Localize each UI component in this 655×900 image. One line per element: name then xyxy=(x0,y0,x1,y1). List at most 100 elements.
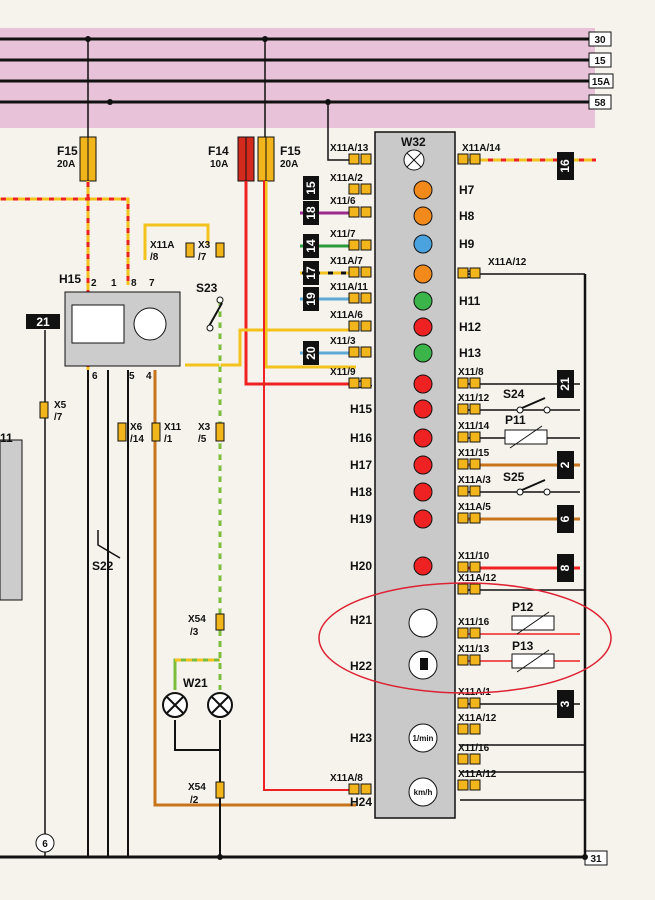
bus-label-31: 31 xyxy=(590,854,602,865)
fuse-f15-left: F15 20A xyxy=(57,39,97,182)
connector-pin xyxy=(360,266,372,278)
wire-tag-right: 8 xyxy=(557,554,574,582)
cluster-lamp-icon xyxy=(413,399,433,419)
cluster-lamp-icon xyxy=(413,180,433,200)
connector-pin xyxy=(469,485,481,497)
connector-label: X11/6 xyxy=(330,196,356,207)
relay-pin: 7 xyxy=(149,278,155,289)
cluster-lamp-icon xyxy=(413,455,433,475)
connector-pin xyxy=(360,239,372,251)
connector-label: /14 xyxy=(130,434,144,445)
connector-label: X11A/14 xyxy=(462,143,501,154)
connector-pin xyxy=(469,753,481,765)
wire-number: 21 xyxy=(558,377,572,391)
fuse-rating: 20A xyxy=(57,159,75,170)
connector-label: X11/15 xyxy=(458,448,490,459)
connector-label: X11A/13 xyxy=(330,143,369,154)
wire-tag-right: 16 xyxy=(557,152,574,180)
connector-pin xyxy=(457,627,469,639)
connector-pin xyxy=(469,512,481,524)
connector-label: X6 xyxy=(130,422,143,433)
connector-label: X11A/8 xyxy=(330,773,363,784)
wire-number: 21 xyxy=(36,315,50,329)
cluster-lamp-label: H20 xyxy=(350,559,372,573)
connector-pin xyxy=(469,723,481,735)
highlight-ellipse xyxy=(318,582,612,694)
connector-pin xyxy=(469,153,481,165)
connector-pin xyxy=(469,267,481,279)
connector-pin xyxy=(348,292,360,304)
connector-pin xyxy=(348,346,360,358)
connector-label: X3 xyxy=(198,422,211,433)
fuse-name: F15 xyxy=(57,144,78,158)
wire-number: 16 xyxy=(558,159,572,173)
connector-label: X11/16 xyxy=(458,617,490,628)
cluster-lamp-icon xyxy=(413,428,433,448)
connector-pin xyxy=(457,458,469,470)
wire-tag-left: 20 xyxy=(303,341,319,365)
connector-label: X11/13 xyxy=(458,644,490,655)
fuse-f14: F14 10A xyxy=(208,136,255,182)
connector-pin xyxy=(469,458,481,470)
cluster-lamp-icon xyxy=(413,317,433,337)
relay-h15: H15 2 1 8 7 6 5 4 xyxy=(59,272,181,382)
connector-pin xyxy=(469,779,481,791)
speedometer-face: km/h xyxy=(414,788,433,797)
connector-pin xyxy=(457,779,469,791)
wire-number: 18 xyxy=(304,206,318,220)
cluster-lamp-label: H12 xyxy=(459,320,481,334)
cluster-lamp-label: H8 xyxy=(459,209,475,223)
connector-pin xyxy=(457,153,469,165)
connector-label: X11/9 xyxy=(330,367,356,378)
cluster-lamp-label: H22 xyxy=(350,659,372,673)
connector-pin xyxy=(360,292,372,304)
cluster-lamp-label: H11 xyxy=(459,294,481,308)
partial-label: 11 xyxy=(0,431,13,445)
connector-label: X54 xyxy=(188,614,206,625)
connector-pin xyxy=(469,561,481,573)
cluster-lamp-icon xyxy=(413,509,433,529)
connector-pin xyxy=(457,654,469,666)
resistor-label: P13 xyxy=(512,639,534,653)
connector-pin xyxy=(457,512,469,524)
cluster-lamp-label: H24 xyxy=(350,795,372,809)
connector-pin xyxy=(348,783,360,795)
cluster-lamp-label: H9 xyxy=(459,237,475,251)
wire-number: 19 xyxy=(304,292,318,306)
cluster-lamp-label: H16 xyxy=(350,431,372,445)
connector-label: /2 xyxy=(190,795,199,806)
connector-label: X11/3 xyxy=(330,336,356,347)
connector-pin xyxy=(457,723,469,735)
bus-label-15a: 15A xyxy=(592,77,610,88)
cluster-lamp-icon xyxy=(413,264,433,284)
connector-pin xyxy=(360,783,372,795)
connector-pin xyxy=(469,627,481,639)
cluster-lamps: H7H8H9H10H11H12H13H14H15H16H17H18H19H20H… xyxy=(350,180,481,809)
switch-label: S23 xyxy=(196,281,218,295)
connector-label: X11 xyxy=(164,422,182,433)
cluster-lamp-icon xyxy=(413,374,433,394)
wire-number: 20 xyxy=(304,346,318,360)
wire-number: 15 xyxy=(304,181,318,195)
connector-pin xyxy=(457,377,469,389)
bus-label-58: 58 xyxy=(594,98,606,109)
cluster-lamp-label: H18 xyxy=(350,485,372,499)
connector-pin xyxy=(360,346,372,358)
connector-pin xyxy=(360,206,372,218)
connector-label: X11A/12 xyxy=(458,713,497,724)
right-connectors: X11A/14X11A/12X11/8X11/12X11/14X11/15X11… xyxy=(457,143,527,791)
wire-tag-right: 3 xyxy=(557,690,574,718)
resistor-label: P11 xyxy=(505,413,526,427)
cluster-lamp-label: H7 xyxy=(459,183,475,197)
connector-label: X11A/12 xyxy=(488,257,527,268)
switch-label: S22 xyxy=(92,559,114,573)
fuse-name: F14 xyxy=(208,144,229,158)
wire-number: 17 xyxy=(304,266,318,280)
lamp-label: W21 xyxy=(183,676,208,690)
connector-pin xyxy=(348,183,360,195)
instrument-cluster: W32 xyxy=(374,131,456,819)
connector-pin xyxy=(348,153,360,165)
switch-label: S24 xyxy=(503,387,525,401)
wire-tag-left: 18 xyxy=(303,201,319,225)
